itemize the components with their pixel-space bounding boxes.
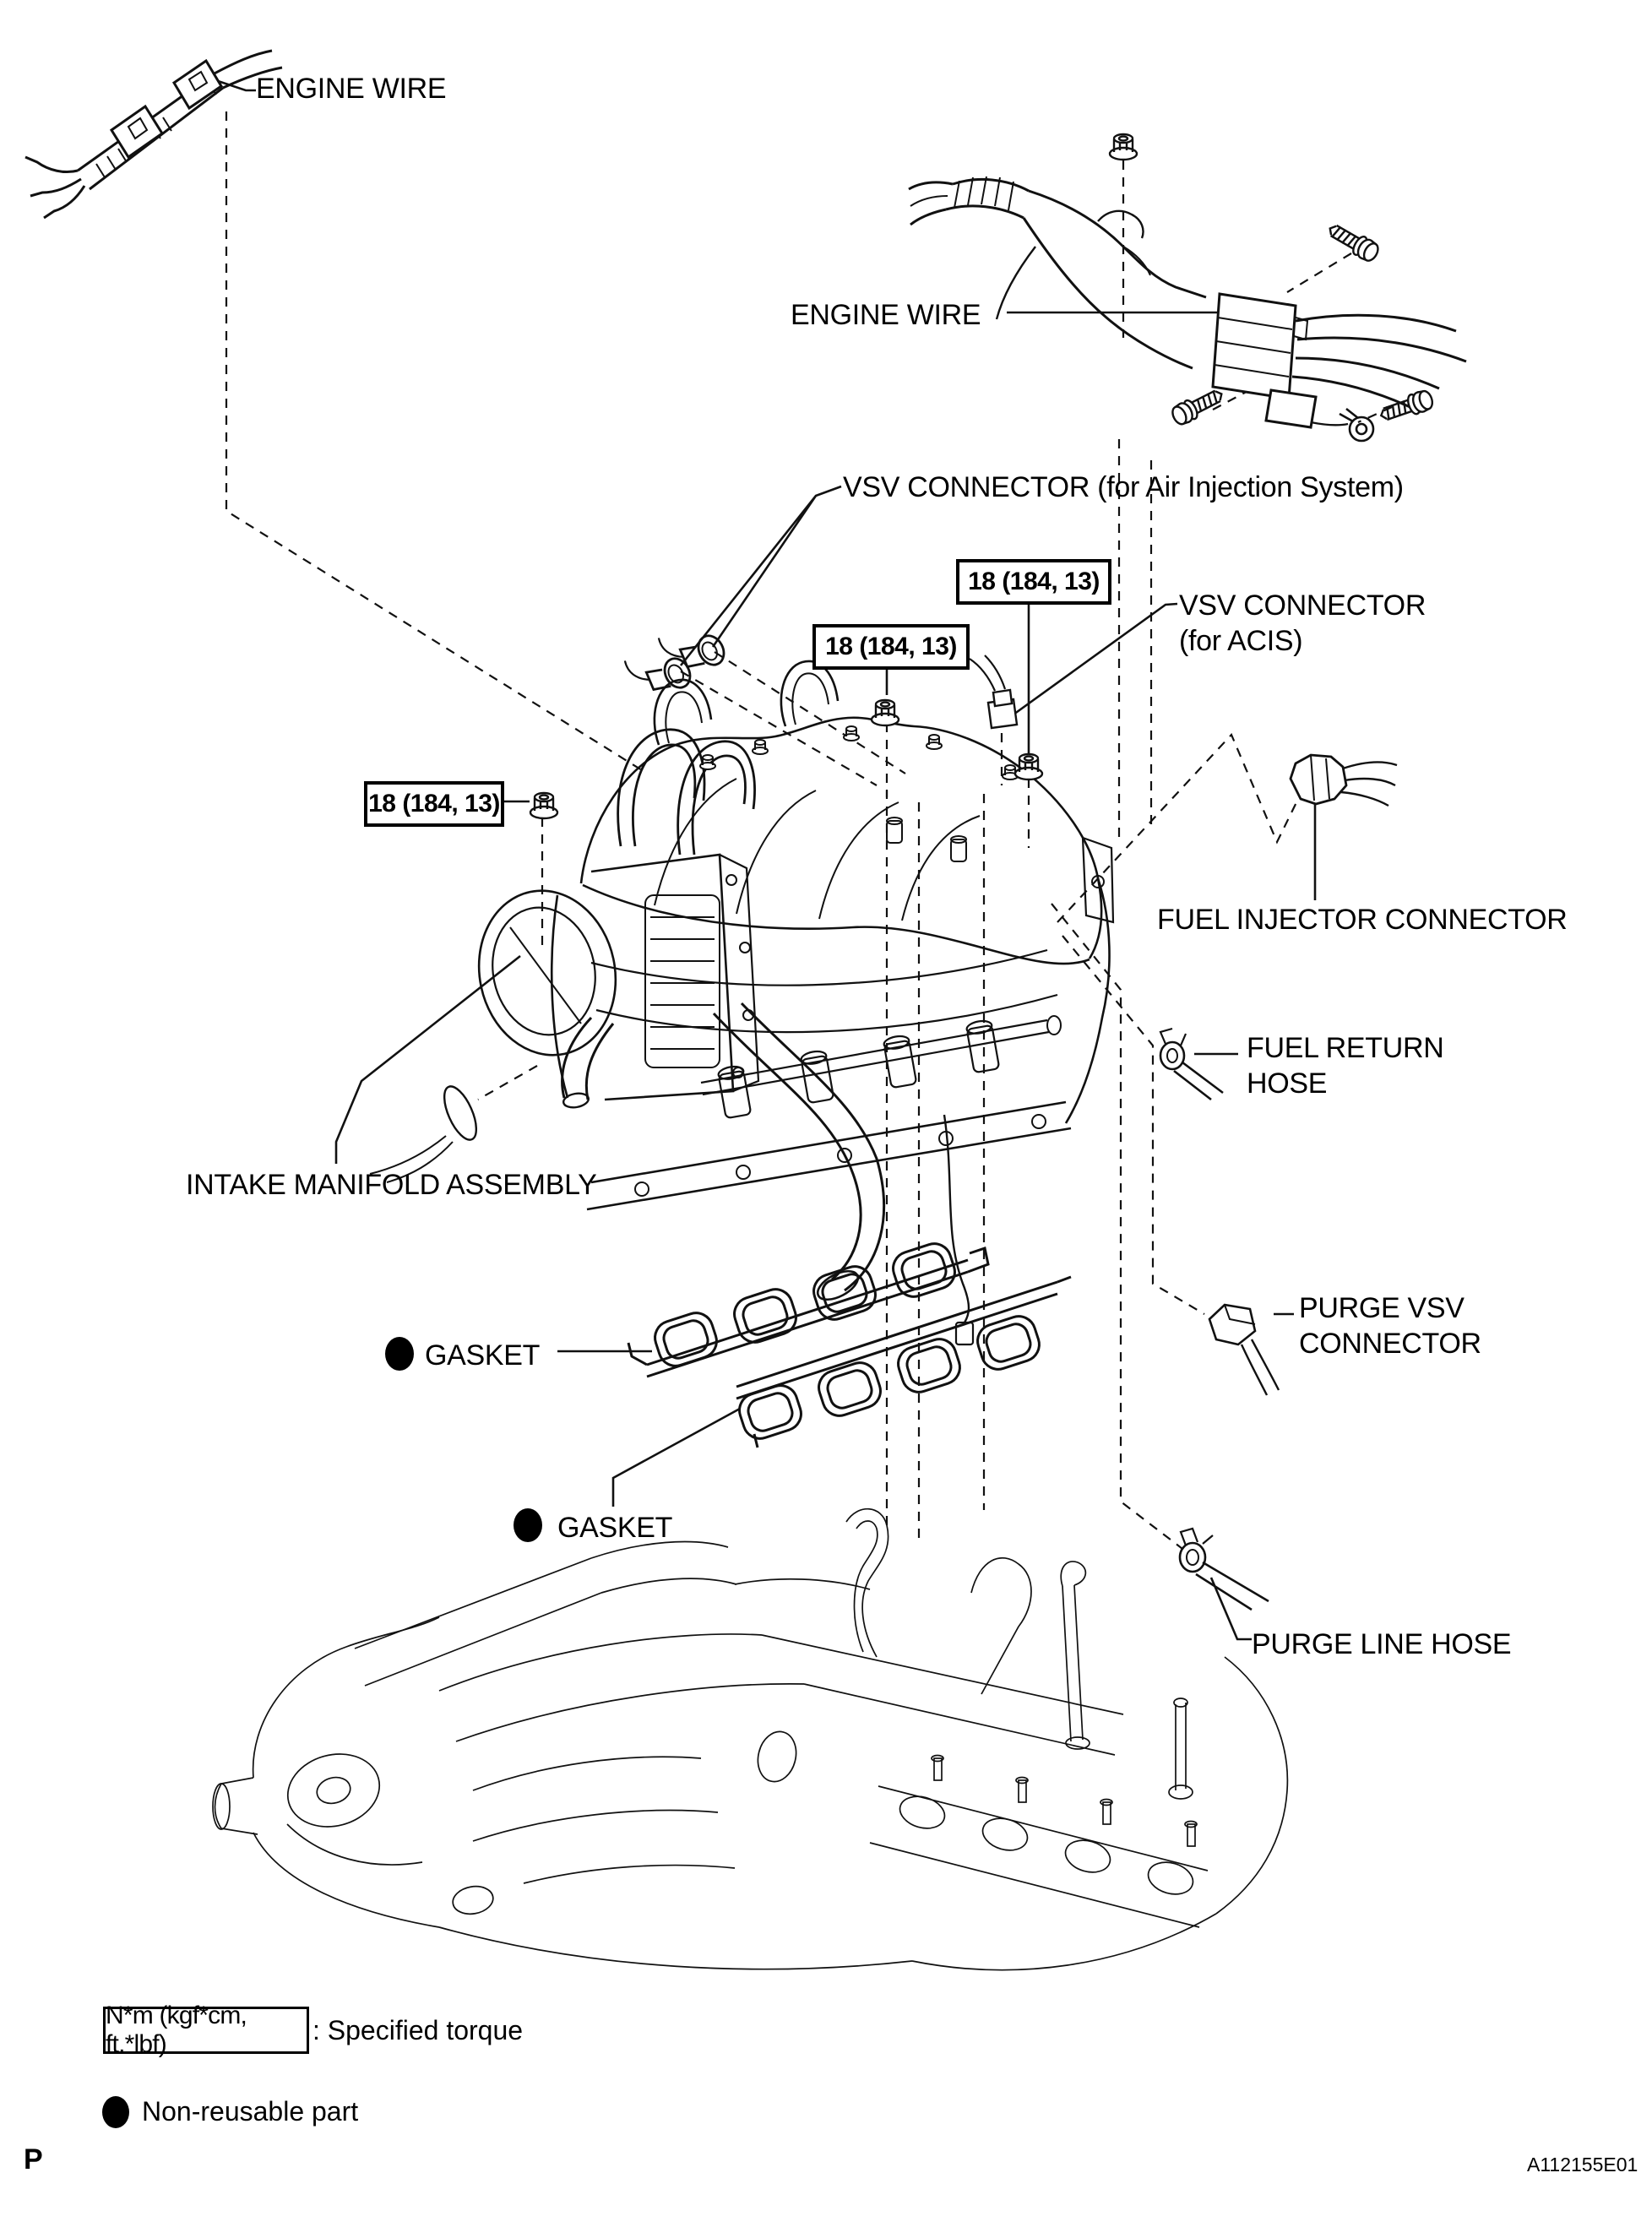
legend-non-reusable: Non-reusable part [142, 2096, 359, 2127]
callout-vsv-acis: VSV CONNECTOR (for ACIS) [1179, 589, 1426, 658]
legend-torque-symbol-box: N*m (kgf*cm, ft.*lbf) [103, 2002, 309, 2058]
manifold-nut [1013, 752, 1044, 781]
callout-fuel-injector-connector: FUEL INJECTOR CONNECTOR [1157, 904, 1568, 936]
callout-intake-manifold: INTAKE MANIFOLD ASSEMBLY [186, 1169, 597, 1201]
gasket-upper-drawing [627, 1238, 990, 1378]
callout-engine-wire-top: ENGINE WIRE [256, 73, 447, 105]
engine-wire-harness-right-drawing [908, 176, 1467, 429]
callout-engine-wire-right: ENGINE WIRE [791, 299, 981, 331]
callout-purge-line-hose: PURGE LINE HOSE [1252, 1628, 1512, 1660]
leader-lines [204, 75, 1317, 1641]
bolt [1377, 387, 1437, 426]
callout-vsv-air-injection: VSV CONNECTOR (for Air Injection System) [843, 471, 1404, 503]
fuel-injector-connector-drawing [1289, 753, 1398, 807]
callout-purge-vsv-connector: PURGE VSV CONNECTOR [1299, 1292, 1481, 1361]
torque-spec-box-3: 18 (184, 13) [364, 781, 504, 827]
gasket-lower-drawing [733, 1275, 1072, 1448]
figure-code: A112155E01 [1527, 2154, 1638, 2176]
torque-spec-box-2: 18 (184, 13) [812, 624, 970, 670]
callout-gasket-upper: GASKET [425, 1339, 541, 1372]
purge-vsv-connector-drawing [1208, 1303, 1280, 1396]
torque-spec-box-1: 18 (184, 13) [956, 559, 1111, 605]
page-letter: P [24, 2143, 43, 2176]
legend-torque-description: : Specified torque [312, 2015, 524, 2045]
air-injection-vsv-assembly [617, 634, 756, 856]
vsv-acis-connector-drawing [969, 655, 1019, 730]
engine-wire-harness-top-drawing [24, 49, 283, 220]
engine-block-drawing [212, 1507, 1289, 1971]
purge-line-hose-drawing [1178, 1527, 1269, 1611]
callout-gasket-lower: GASKET [557, 1512, 673, 1544]
manifold-nut [529, 791, 559, 820]
callout-fuel-return-hose: FUEL RETURN HOSE [1247, 1032, 1444, 1100]
fuel-return-hose-drawing [1159, 1027, 1224, 1101]
bolt [1323, 218, 1383, 265]
manifold-nut [870, 698, 900, 727]
non-reusable-dots [102, 1337, 542, 2128]
dashed-projection-lines [225, 111, 1393, 1555]
flange-nut [1108, 133, 1138, 161]
